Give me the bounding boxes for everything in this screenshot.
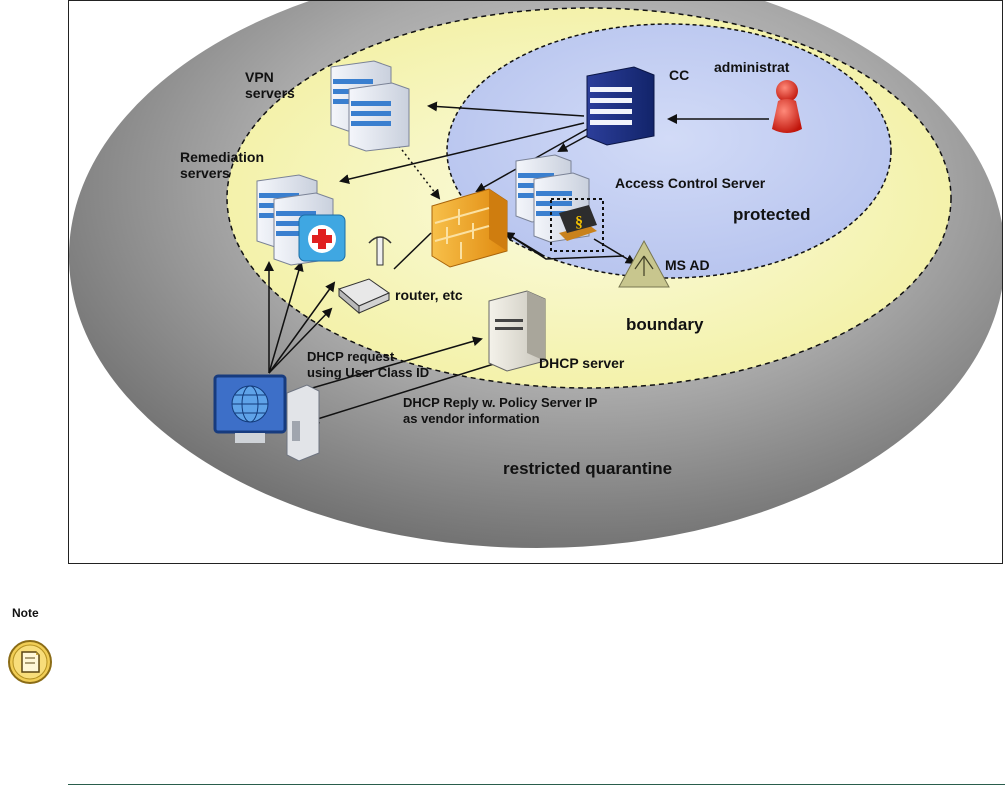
router-icon [338, 236, 392, 315]
cc-server-icon [586, 66, 655, 146]
dhcp-server-label: DHCP server [539, 355, 625, 371]
arrow-dhcp-request [294, 336, 483, 394]
firewall-icon [431, 188, 508, 268]
remediation-servers-label: Remediation servers [180, 149, 265, 181]
line-router-to-firewall [393, 232, 432, 270]
router-label: router, etc [395, 287, 463, 303]
client-computer-icon [213, 374, 320, 462]
cc-label: CC [669, 67, 690, 83]
svg-text:§: § [575, 214, 583, 231]
ms-ad-icon [618, 239, 670, 288]
dotted-arrow-vpn-to-firewall [398, 145, 441, 200]
dhcp-server-icon [488, 290, 546, 372]
bottom-divider [68, 784, 1005, 785]
note-label: Note [12, 606, 39, 620]
arrow-cc-to-vpn [427, 101, 585, 117]
line-firewall-acs [505, 232, 625, 260]
vpn-servers-label: VPN servers [245, 69, 295, 101]
access-control-server-icon: § [515, 154, 604, 252]
arrow-client-to-router-2 [268, 281, 336, 374]
diagram-frame: § [68, 0, 1003, 564]
boundary-zone-label: boundary [626, 315, 704, 334]
access-control-server-label: Access Control Server [615, 175, 766, 191]
remediation-server-icon [256, 174, 346, 266]
arrow-client-to-remediation-2 [268, 261, 304, 374]
administrator-icon [772, 80, 802, 133]
arrow-cc-to-remediation [339, 122, 585, 185]
arrow-acs-to-msad [593, 238, 636, 265]
protected-zone-label: protected [733, 205, 811, 224]
administrator-label: administrat [714, 59, 790, 75]
protected-zone [446, 23, 892, 279]
ms-ad-label: MS AD [665, 257, 710, 273]
arrow-dhcp-reply [309, 362, 498, 424]
note-icon [8, 640, 52, 684]
network-diagram: § [69, 1, 1002, 548]
arrow-client-to-router [268, 307, 333, 374]
dhcp-request-label: DHCP request using User Class ID [307, 349, 430, 380]
restricted-quarantine-label: restricted quarantine [503, 459, 673, 478]
dhcp-reply-label: DHCP Reply w. Policy Server IP as vendor… [403, 395, 598, 426]
vpn-server-icon [330, 60, 410, 152]
